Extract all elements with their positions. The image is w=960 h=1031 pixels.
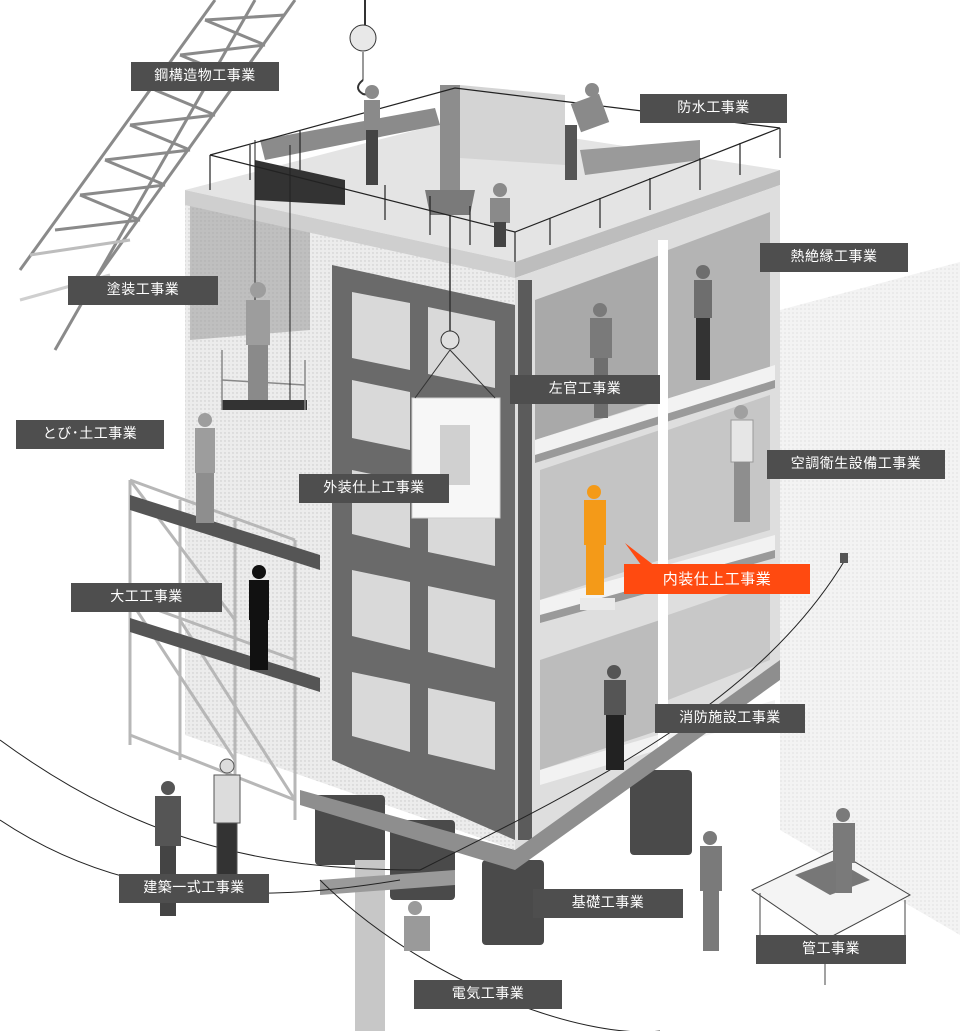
label-electrical[interactable]: 電気工事業 [414,980,562,1009]
label-piping[interactable]: 管工事業 [756,935,906,964]
interior-finish-worker [584,485,606,595]
label-general-construction[interactable]: 建築一式工事業 [119,874,269,903]
label-interior-finish[interactable]: 内装仕上工事業 [624,564,810,594]
neighbor-building [780,262,960,935]
label-steel-structure[interactable]: 鋼構造物工事業 [131,62,279,91]
label-fire-protection[interactable]: 消防施設工事業 [655,704,805,733]
label-foundation[interactable]: 基礎工事業 [533,889,683,918]
label-painting[interactable]: 塗装工事業 [68,276,218,305]
label-tobi-earthwork[interactable]: とび･土工事業 [16,420,164,449]
label-plastering[interactable]: 左官工事業 [510,375,660,404]
scaffolding [128,478,297,820]
label-insulation[interactable]: 熱絶縁工事業 [760,243,908,272]
label-waterproofing[interactable]: 防水工事業 [640,94,787,123]
label-exterior-finish[interactable]: 外装仕上工事業 [299,474,449,503]
label-carpentry[interactable]: 大工工事業 [71,583,222,612]
exterior-frame [332,265,515,840]
label-hvac-plumbing[interactable]: 空調衛生設備工事業 [767,450,945,479]
